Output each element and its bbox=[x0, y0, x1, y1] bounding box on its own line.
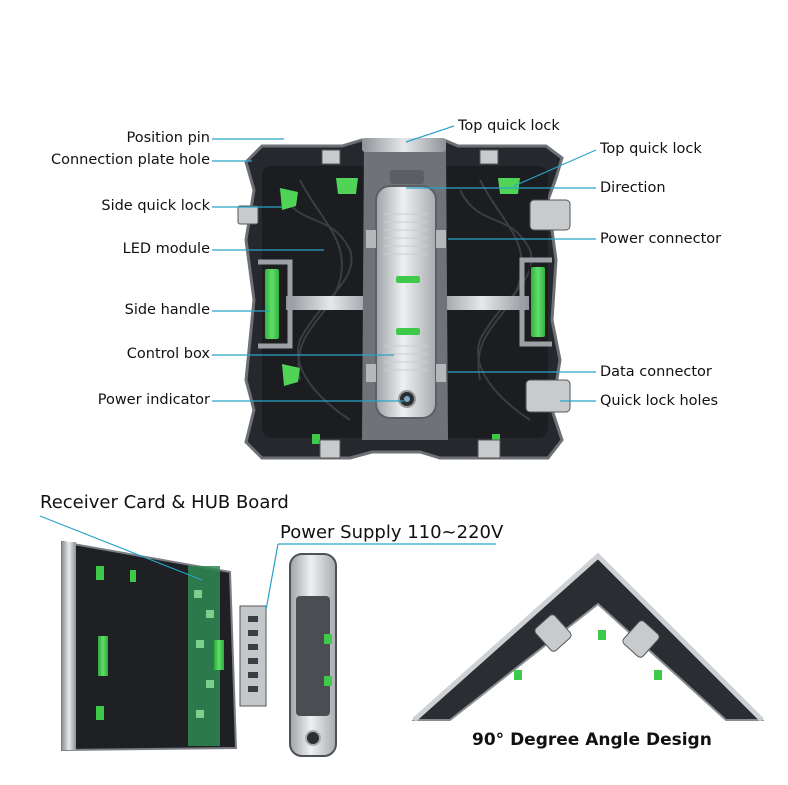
angle-bracket-left bbox=[534, 614, 572, 652]
bottom-green-pin-left bbox=[312, 434, 320, 444]
label-connection-plate-hole: Connection plate hole bbox=[51, 152, 210, 168]
power-supply-panel bbox=[296, 596, 330, 716]
label-led-module: LED module bbox=[122, 241, 210, 257]
bottom-bracket-left bbox=[319, 439, 341, 459]
control-box-green-tab-lower bbox=[396, 328, 420, 335]
angle-cabinet-body bbox=[411, 554, 765, 721]
side-quick-lock-lower bbox=[282, 364, 300, 386]
angle-cabinet bbox=[411, 552, 765, 722]
power-connector-right bbox=[436, 230, 446, 248]
label-data-connector: Data connector bbox=[600, 364, 712, 380]
control-box-ribs bbox=[384, 213, 428, 371]
label-power-supply: Power Supply 110~220V bbox=[280, 522, 504, 543]
angle-green-3 bbox=[514, 670, 522, 680]
angle-cabinet-edge bbox=[412, 552, 764, 722]
side-lock-bracket-left bbox=[237, 205, 259, 225]
angle-bracket-right bbox=[622, 620, 660, 658]
receiver-card-chips bbox=[194, 590, 214, 718]
receiver-cabinet-edge bbox=[62, 542, 76, 750]
bottom-bracket-right bbox=[477, 439, 501, 459]
top-bracket-left bbox=[321, 149, 341, 165]
top-quick-lock-center bbox=[362, 138, 446, 152]
power-supply-green-2 bbox=[324, 676, 332, 686]
label-position-pin: Position pin bbox=[126, 130, 211, 146]
right-handle-frame bbox=[519, 257, 552, 347]
left-side-handle bbox=[263, 267, 281, 341]
top-green-lock-left bbox=[336, 178, 358, 194]
left-handle-frame bbox=[258, 259, 293, 349]
top-bracket-right bbox=[479, 149, 499, 165]
receiver-green-lock-1 bbox=[96, 566, 104, 580]
side-quick-lock-upper bbox=[280, 188, 298, 210]
direction-mark bbox=[390, 170, 424, 184]
receiver-side-handle bbox=[214, 640, 224, 670]
label-top-quick-lock-center: Top quick lock bbox=[458, 118, 560, 134]
label-direction: Direction bbox=[600, 180, 666, 196]
left-crossbar bbox=[286, 296, 376, 310]
power-supply-green-1 bbox=[324, 634, 332, 644]
angle-green-1 bbox=[598, 630, 606, 640]
power-supply-indicator bbox=[305, 730, 321, 746]
label-side-quick-lock: Side quick lock bbox=[101, 198, 210, 214]
label-quick-lock-holes: Quick lock holes bbox=[600, 393, 719, 409]
data-connector-right bbox=[436, 364, 446, 382]
receiver-green-lock-2 bbox=[96, 706, 104, 720]
label-side-handle: Side handle bbox=[124, 302, 210, 318]
receiver-cabinet bbox=[61, 540, 267, 752]
power-connector-left bbox=[366, 230, 376, 248]
power-supply-leader-line bbox=[265, 543, 279, 611]
caption-angle-design: 90° Degree Angle Design bbox=[472, 730, 712, 750]
power-indicator-center bbox=[404, 396, 410, 402]
angle-green-2 bbox=[654, 670, 662, 680]
quick-lock-holes-bracket bbox=[525, 379, 571, 413]
label-receiver-card-hub-board: Receiver Card & HUB Board bbox=[40, 492, 289, 513]
main-cabinet bbox=[237, 138, 571, 460]
receiver-leader-line bbox=[39, 515, 203, 581]
leader-lines bbox=[212, 125, 597, 402]
receiver-green-lock-3 bbox=[130, 570, 136, 582]
control-box bbox=[375, 185, 437, 419]
label-power-indicator: Power indicator bbox=[97, 392, 210, 408]
side-lock-bracket-right-upper bbox=[529, 199, 571, 231]
top-green-lock-right bbox=[498, 178, 520, 194]
label-power-connector: Power connector bbox=[600, 231, 722, 247]
right-side-handle bbox=[529, 265, 547, 339]
label-control-box: Control box bbox=[126, 346, 210, 362]
label-top-quick-lock-right: Top quick lock bbox=[600, 141, 702, 157]
control-box-green-tab-upper bbox=[396, 276, 420, 283]
data-connector-left bbox=[366, 364, 376, 382]
power-supply-unit bbox=[289, 553, 337, 757]
receiver-cabinet-handle bbox=[98, 636, 108, 676]
bottom-green-pin-right bbox=[492, 434, 500, 444]
hub-board-pins bbox=[248, 616, 258, 692]
right-crossbar bbox=[434, 296, 530, 310]
